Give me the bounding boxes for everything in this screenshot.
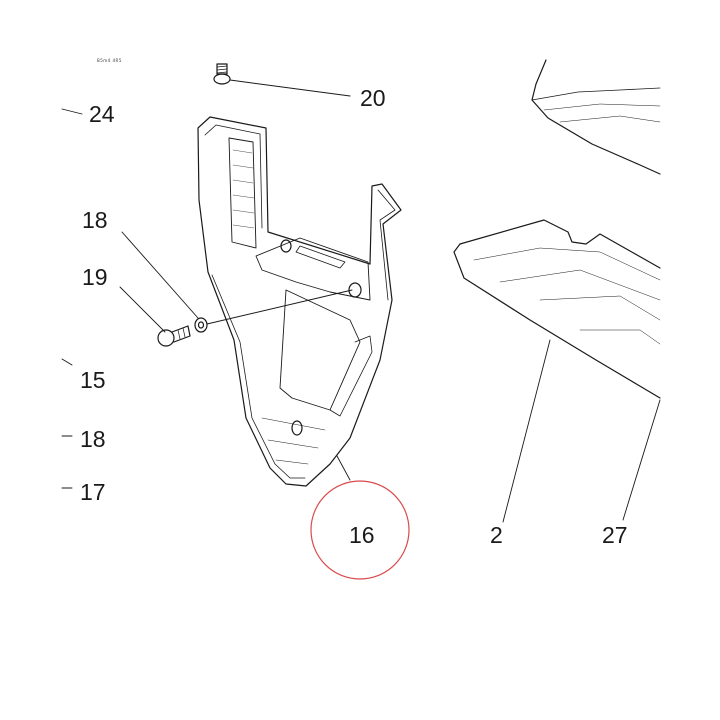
callout-16: 16 xyxy=(349,522,375,548)
callout-18: 18 xyxy=(80,426,106,452)
callout-18-washer: 18 xyxy=(82,207,108,233)
leader-lines xyxy=(61,108,661,523)
callout-20: 20 xyxy=(360,85,386,111)
callout-24: 24 xyxy=(89,101,115,127)
part-16-bracket xyxy=(197,116,402,487)
part-2-lower-panel xyxy=(453,219,661,399)
callout-27: 27 xyxy=(602,522,628,548)
callout-2: 2 xyxy=(490,522,503,548)
highlight-circle xyxy=(310,480,410,580)
part-27-upper-panel xyxy=(531,59,661,175)
callout-17: 17 xyxy=(80,479,106,505)
part-20-screw xyxy=(213,63,351,97)
part-19-screw-and-18-washer xyxy=(157,289,353,347)
callout-15: 15 xyxy=(80,367,106,393)
callout-19: 19 xyxy=(82,264,108,290)
drawing-code: B5m4 4R5 xyxy=(97,58,122,63)
